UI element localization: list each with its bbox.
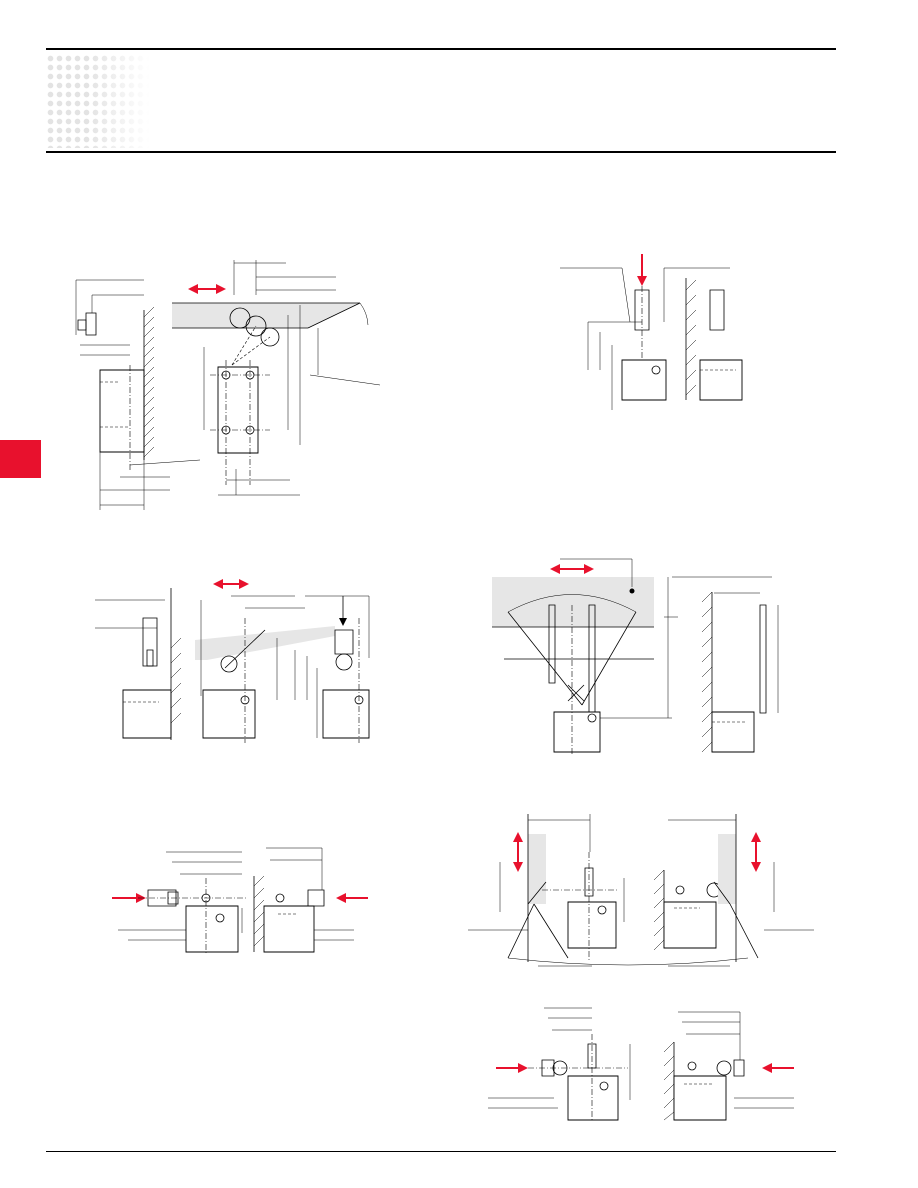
- switch-pin-plunger-drawing: [560, 250, 750, 410]
- switch-roller-lever-drawing: [60, 255, 390, 515]
- switch-side-plunger-drawing: [108, 838, 378, 958]
- switch-side-pin-drawing: [488, 1004, 803, 1124]
- section-tab: [0, 440, 41, 478]
- header-top-rule: [46, 48, 836, 50]
- footer-rule: [46, 1151, 836, 1152]
- switch-spring-lever-drawing: [468, 812, 818, 972]
- switch-lever-drawing: [95, 579, 385, 758]
- header-dot-fade: [46, 54, 150, 148]
- header-bottom-rule: [46, 151, 836, 153]
- switch-wobble-stick-drawing: [492, 557, 782, 757]
